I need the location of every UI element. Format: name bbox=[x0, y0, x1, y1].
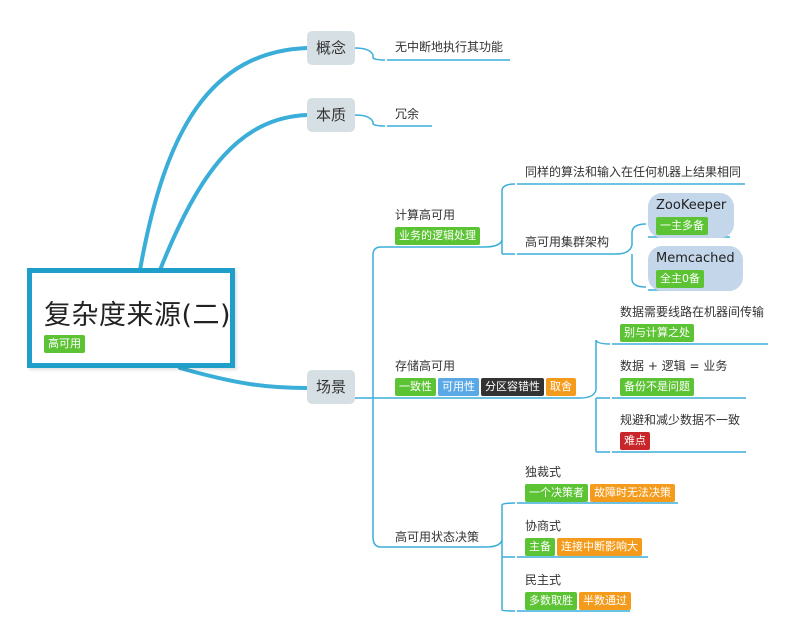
decision-title: 高可用状态决策 bbox=[395, 530, 480, 544]
cluster-node[interactable]: 高可用集群架构 bbox=[517, 233, 617, 251]
memcached-node[interactable]: Memcached 全主0备 bbox=[648, 246, 743, 291]
decision-democracy[interactable]: 民主式 多数取胜半数通过 bbox=[517, 571, 641, 610]
decision-democracy-text: 民主式 bbox=[525, 573, 562, 587]
same-algo-node[interactable]: 同样的算法和输入在任何机器上结果相同 bbox=[517, 163, 749, 181]
memcached-tag: 全主0备 bbox=[656, 270, 704, 288]
storage-item-transfer-tag: 别与计算之处 bbox=[620, 324, 694, 342]
decision-negotiation-tag-1: 主备 bbox=[525, 538, 555, 556]
decision-dictator[interactable]: 独裁式 一个决策者故障时无法决策 bbox=[517, 463, 685, 502]
tag-consistency: 一致性 bbox=[395, 378, 436, 396]
same-algo-text: 同样的算法和输入在任何机器上结果相同 bbox=[525, 165, 742, 179]
tag-partition-tolerance: 分区容错性 bbox=[481, 378, 544, 396]
topic-concept[interactable]: 概念 bbox=[307, 31, 355, 65]
zookeeper-name: ZooKeeper bbox=[656, 198, 727, 213]
topic-scenes[interactable]: 场景 bbox=[307, 370, 355, 404]
decision-dictator-text: 独裁式 bbox=[525, 465, 562, 479]
root-tag: 高可用 bbox=[44, 335, 85, 353]
compute-ha-title: 计算高可用 bbox=[395, 208, 456, 222]
storage-ha-node[interactable]: 存储高可用 一致性可用性分区容错性取舍 bbox=[387, 357, 586, 396]
compute-ha-node[interactable]: 计算高可用 业务的逻辑处理 bbox=[387, 206, 490, 245]
cluster-text: 高可用集群架构 bbox=[525, 235, 610, 249]
zookeeper-tag: 一主多备 bbox=[656, 217, 708, 235]
essence-detail-text: 冗余 bbox=[395, 107, 420, 121]
concept-detail-text: 无中断地执行其功能 bbox=[395, 40, 504, 54]
decision-negotiation[interactable]: 协商式 主备连接中断影响大 bbox=[517, 517, 652, 556]
concept-detail[interactable]: 无中断地执行其功能 bbox=[387, 38, 511, 56]
storage-item-transfer-text: 数据需要线路在机器间传输 bbox=[620, 305, 765, 319]
decision-negotiation-text: 协商式 bbox=[525, 519, 562, 533]
compute-ha-tag: 业务的逻辑处理 bbox=[395, 227, 480, 245]
storage-item-transfer[interactable]: 数据需要线路在机器间传输 别与计算之处 bbox=[612, 303, 772, 342]
root-topic[interactable]: 复杂度来源(二) 高可用 bbox=[27, 268, 235, 368]
decision-negotiation-tag-2: 连接中断影响大 bbox=[557, 538, 642, 556]
zookeeper-node[interactable]: ZooKeeper 一主多备 bbox=[648, 193, 735, 238]
tag-tradeoff: 取舍 bbox=[546, 378, 576, 396]
storage-item-business-text: 数据 + 逻辑 = 业务 bbox=[620, 359, 728, 373]
storage-item-inconsistency-text: 规避和减少数据不一致 bbox=[620, 413, 741, 427]
decision-node[interactable]: 高可用状态决策 bbox=[387, 528, 487, 546]
storage-item-inconsistency-tag: 难点 bbox=[620, 432, 650, 450]
root-title: 复杂度来源(二) bbox=[44, 300, 232, 331]
storage-ha-title: 存储高可用 bbox=[395, 359, 456, 373]
decision-dictator-tag-1: 一个决策者 bbox=[525, 484, 588, 502]
storage-item-business[interactable]: 数据 + 逻辑 = 业务 备份不是问题 bbox=[612, 357, 735, 396]
tag-availability: 可用性 bbox=[438, 378, 479, 396]
storage-item-inconsistency[interactable]: 规避和减少数据不一致 难点 bbox=[612, 411, 748, 450]
essence-detail[interactable]: 冗余 bbox=[387, 105, 427, 123]
decision-democracy-tag-1: 多数取胜 bbox=[525, 592, 577, 610]
topic-essence[interactable]: 本质 bbox=[307, 98, 355, 132]
memcached-name: Memcached bbox=[656, 251, 735, 266]
decision-democracy-tag-2: 半数通过 bbox=[579, 592, 631, 610]
decision-dictator-tag-2: 故障时无法决策 bbox=[590, 484, 675, 502]
storage-item-business-tag: 备份不是问题 bbox=[620, 378, 694, 396]
